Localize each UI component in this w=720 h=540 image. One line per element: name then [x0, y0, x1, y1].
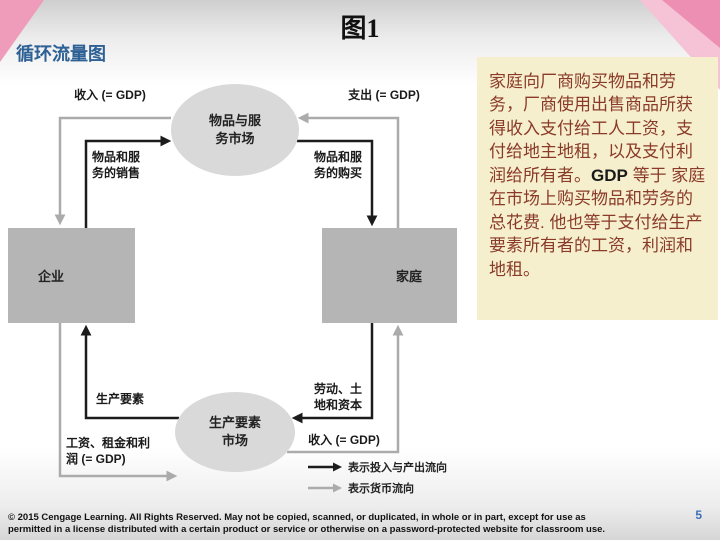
flow-label-wages-rent-profit: 工资、租金和利润 (= GDP) — [66, 436, 151, 466]
flow-label-goods-bought: 物品和服务的购买 — [314, 150, 363, 180]
legend-row-money: 表示货币流向 — [308, 480, 447, 496]
circular-flow-diagram: 物品与服务市场 生产要素市场 企业 家庭 收入 (= GDP) 支出 (= GD… — [8, 66, 470, 506]
legend: 表示投入与产出流向 表示货币流向 — [308, 459, 447, 501]
slide-subtitle: 循环流量图 — [16, 44, 106, 64]
flow-label-income-top: 收入 (= GDP) — [74, 88, 146, 102]
note-gdp-term: GDP — [591, 165, 628, 185]
node-households-label: 家庭 — [396, 269, 423, 284]
node-factor-market: 生产要素市场 — [175, 392, 295, 472]
flow-arrows — [54, 112, 404, 482]
legend-label-inputs-outputs: 表示投入与产出流向 — [348, 462, 447, 474]
node-households: 家庭 — [322, 228, 457, 323]
money-arrow-wages — [58, 323, 178, 482]
flow-label-spending: 支出 (= GDP) — [348, 88, 420, 102]
black-arrow-icon — [308, 462, 342, 472]
money-arrow-revenue — [54, 116, 171, 226]
flow-label-goods-sold: 物品和服务的销售 — [92, 150, 141, 180]
node-firms: 企业 — [8, 228, 135, 323]
flow-label-income-bottom: 收入 (= GDP) — [308, 433, 380, 447]
node-factor-market-label: 生产要素市场 — [208, 415, 261, 448]
copyright-footer: © 2015 Cengage Learning. All Rights Rese… — [8, 512, 670, 537]
figure-title: 图1 — [340, 14, 380, 43]
copyright-line-2: permitted in a license distributed with … — [8, 524, 606, 536]
copyright-line-1: © 2015 Cengage Learning. All Rights Rese… — [8, 512, 586, 523]
flow-label-labor-land-capital: 劳动、土地和资本 — [314, 382, 363, 412]
note-text-after: 等于 家庭在市场上购买物品和劳务的总花费. 他也等于支付给生产要素所有者的工资，… — [489, 165, 706, 279]
page-number: 5 — [695, 508, 702, 522]
real-arrow-goods-bought — [297, 139, 378, 227]
node-firms-label: 企业 — [38, 269, 65, 284]
money-arrow-income — [287, 324, 404, 454]
node-goods-market-label: 物品与服务市场 — [208, 113, 261, 146]
money-arrow-spending — [297, 112, 400, 228]
legend-label-money: 表示货币流向 — [348, 483, 414, 495]
real-arrow-factors — [80, 324, 179, 420]
real-arrow-labor-land-capital — [291, 323, 374, 424]
node-goods-market: 物品与服务市场 — [171, 84, 299, 176]
note-text-before: 家庭向厂商购买物品和劳务，厂商使用出售商品所获得收入支付给工人工资，支付给地主地… — [489, 72, 693, 185]
legend-row-inputs-outputs: 表示投入与产出流向 — [308, 459, 447, 475]
gray-arrow-icon — [308, 483, 342, 493]
flow-label-factors-of-production: 生产要素 — [96, 392, 145, 406]
note-panel: 家庭向厂商购买物品和劳务，厂商使用出售商品所获得收入支付给工人工资，支付给地主地… — [477, 57, 718, 320]
real-arrow-goods-sold — [84, 135, 172, 228]
